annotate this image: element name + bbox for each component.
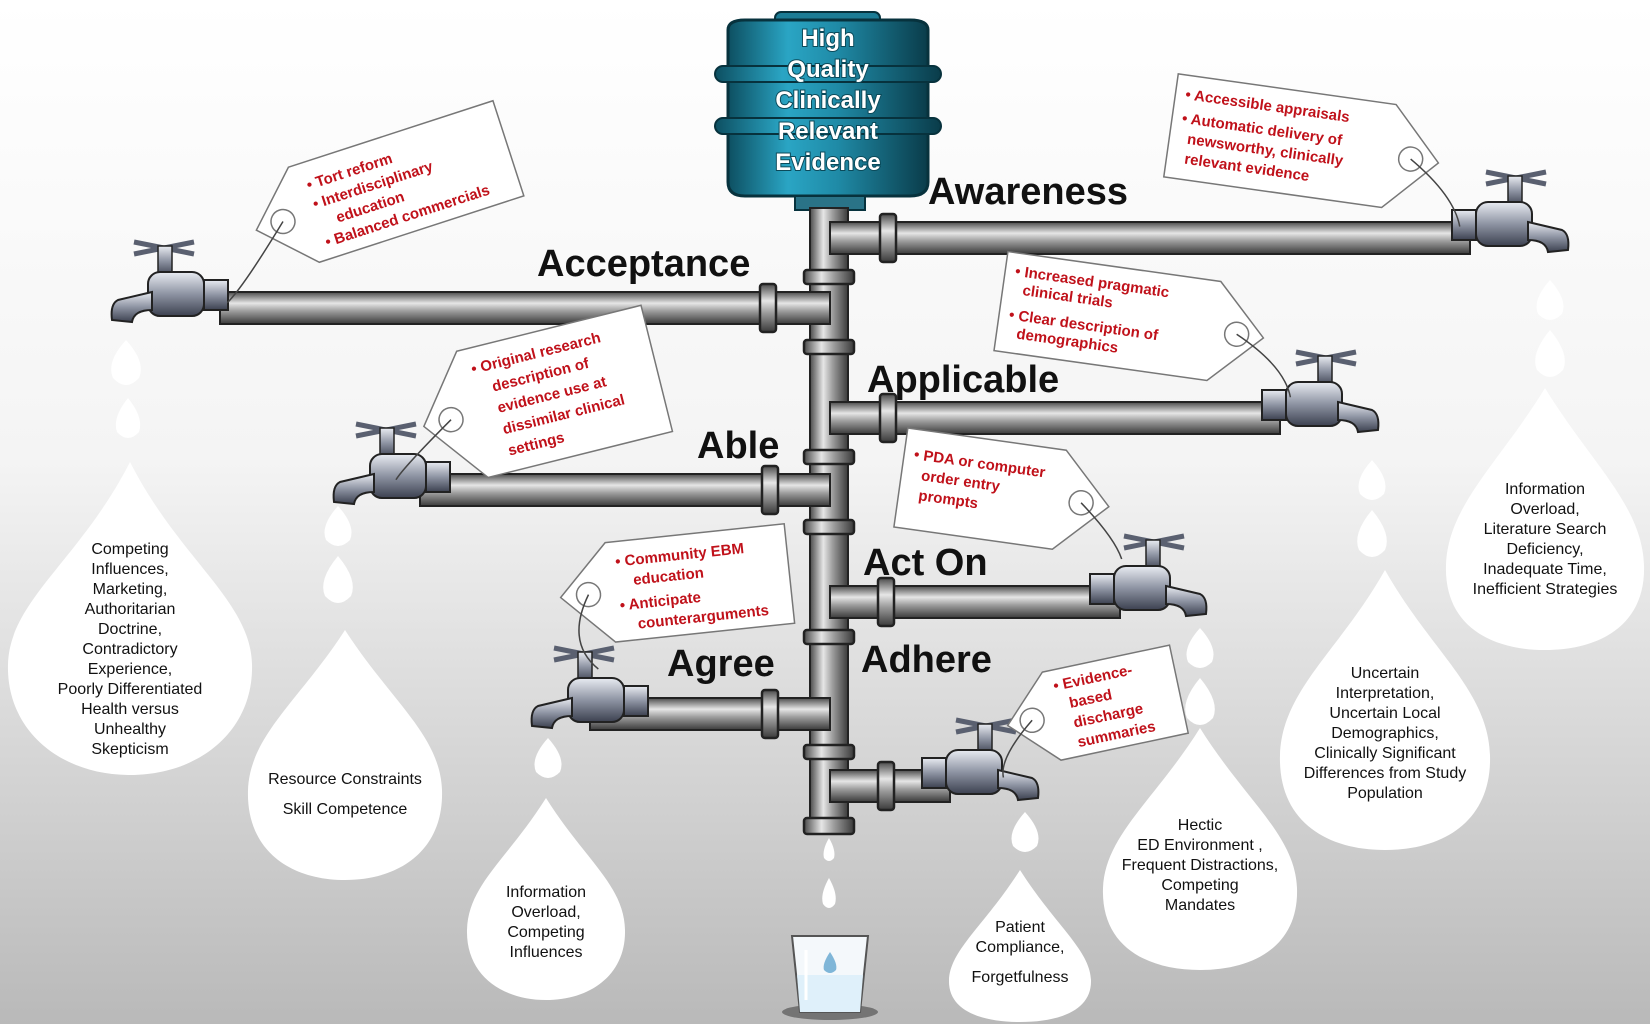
- barrier-drop-awareness: Information Overload, Literature Search …: [1445, 388, 1645, 650]
- barrier-line: Competing: [1161, 877, 1238, 894]
- barrier-line: Frequent Distractions,: [1122, 857, 1279, 874]
- barrier-line: Marketing,: [93, 581, 168, 598]
- glass-icon: [782, 935, 878, 1020]
- barrier-line: Resource Constraints: [268, 771, 422, 788]
- barrier-line: Literature Search: [1484, 521, 1607, 538]
- barrier-line: Skepticism: [91, 741, 168, 758]
- source-label: High Quality Clinically Relevant Evidenc…: [774, 24, 882, 177]
- tag-awareness: • Accessible appraisals • Automatic deli…: [1162, 73, 1461, 227]
- barrier-line: Uncertain: [1351, 665, 1419, 682]
- source-line: Evidence: [775, 149, 880, 176]
- stage-label-agree: Agree: [667, 643, 775, 685]
- faucet-icon: [112, 242, 228, 322]
- barrier-line: Competing: [91, 541, 168, 558]
- barrier-line: Health versus: [81, 701, 179, 718]
- source-line: Quality: [787, 56, 869, 83]
- pipe-applicable: [829, 392, 1281, 444]
- stage-label-adhere: Adhere: [861, 639, 992, 681]
- barrier-drop-adhere: Patient Compliance, Forgetfulness: [948, 870, 1092, 1022]
- barrier-line: Information: [506, 884, 586, 901]
- drop-icon: [111, 280, 1565, 908]
- barrier-line: Competing: [507, 924, 584, 941]
- water-bottle-icon: [714, 11, 942, 211]
- faucet-icon: [1090, 536, 1206, 616]
- barrier-line: Influences,: [91, 561, 168, 578]
- pipe-act-on: [829, 576, 1121, 628]
- stage-label-able: Able: [697, 425, 779, 467]
- barrier-line: Hectic: [1178, 817, 1222, 834]
- barrier-drop-agree: Information Overload, Competing Influenc…: [466, 798, 626, 1000]
- barrier-line: ED Environment ,: [1137, 837, 1262, 854]
- barrier-line: Overload,: [1510, 501, 1579, 518]
- barrier-line: Interpretation,: [1336, 685, 1435, 702]
- barrier-line: Uncertain Local: [1329, 705, 1440, 722]
- stage-label-applicable: Applicable: [867, 359, 1059, 401]
- source-line: Relevant: [778, 118, 878, 145]
- barrier-line: Poorly Differentiated: [58, 681, 203, 698]
- barrier-line: Contradictory: [82, 641, 177, 658]
- stage-label-act-on: Act On: [863, 542, 988, 584]
- stage-label-awareness: Awareness: [928, 171, 1128, 213]
- barrier-line: Differences from Study: [1304, 765, 1466, 782]
- faucet-icon: [1262, 352, 1378, 432]
- barrier-line: Authoritarian: [85, 601, 176, 618]
- barrier-line: Population: [1347, 785, 1423, 802]
- barrier-line: Demographics,: [1331, 725, 1439, 742]
- tag-agree: • Community EBM education • Anticipate c…: [559, 522, 796, 670]
- tag-acceptance: • Tort reform • Interdisciplinary educat…: [226, 99, 525, 304]
- barrier-line: Unhealthy: [94, 721, 166, 738]
- barrier-line: Mandates: [1165, 897, 1235, 914]
- barrier-line: Deficiency,: [1506, 541, 1583, 558]
- barrier-line: Patient: [995, 919, 1045, 936]
- barrier-line: Inefficient Strategies: [1473, 581, 1618, 598]
- barrier-line: Skill Competence: [283, 801, 408, 818]
- tag-act-on: • PDA or computer order entry prompts: [893, 427, 1123, 560]
- barrier-line: Information: [1505, 481, 1585, 498]
- barrier-line: Overload,: [511, 904, 580, 921]
- barrier-line: Forgetfulness: [972, 969, 1069, 986]
- barrier-line: Experience,: [88, 661, 173, 678]
- faucet-icon: [1452, 172, 1568, 252]
- faucet-icon: [334, 424, 450, 504]
- tag-applicable: • Increased pragmatic clinical trials • …: [993, 250, 1292, 398]
- barrier-drop-act-on: Hectic ED Environment , Frequent Distrac…: [1102, 728, 1298, 970]
- barrier-line: Compliance,: [976, 939, 1065, 956]
- barrier-line: Doctrine,: [98, 621, 162, 638]
- barrier-drop-able: Resource Constraints Skill Competence: [247, 630, 443, 880]
- pipe-acceptance: [219, 282, 831, 334]
- barrier-line: Inadequate Time,: [1483, 561, 1607, 578]
- pipe-awareness: [829, 212, 1471, 264]
- barrier-line: Influences: [510, 944, 583, 961]
- source-line: Clinically: [775, 87, 881, 114]
- tag-adhere: • Evidence- based discharge summaries: [1002, 644, 1190, 778]
- barrier-drop-acceptance: Competing Influences, Marketing, Authori…: [7, 462, 253, 775]
- source-line: High: [801, 25, 854, 52]
- pipe-able: [419, 464, 831, 516]
- barrier-line: Clinically Significant: [1314, 745, 1456, 762]
- stage-label-acceptance: Acceptance: [537, 243, 750, 285]
- barrier-drop-applicable: Uncertain Interpretation, Uncertain Loca…: [1279, 570, 1491, 850]
